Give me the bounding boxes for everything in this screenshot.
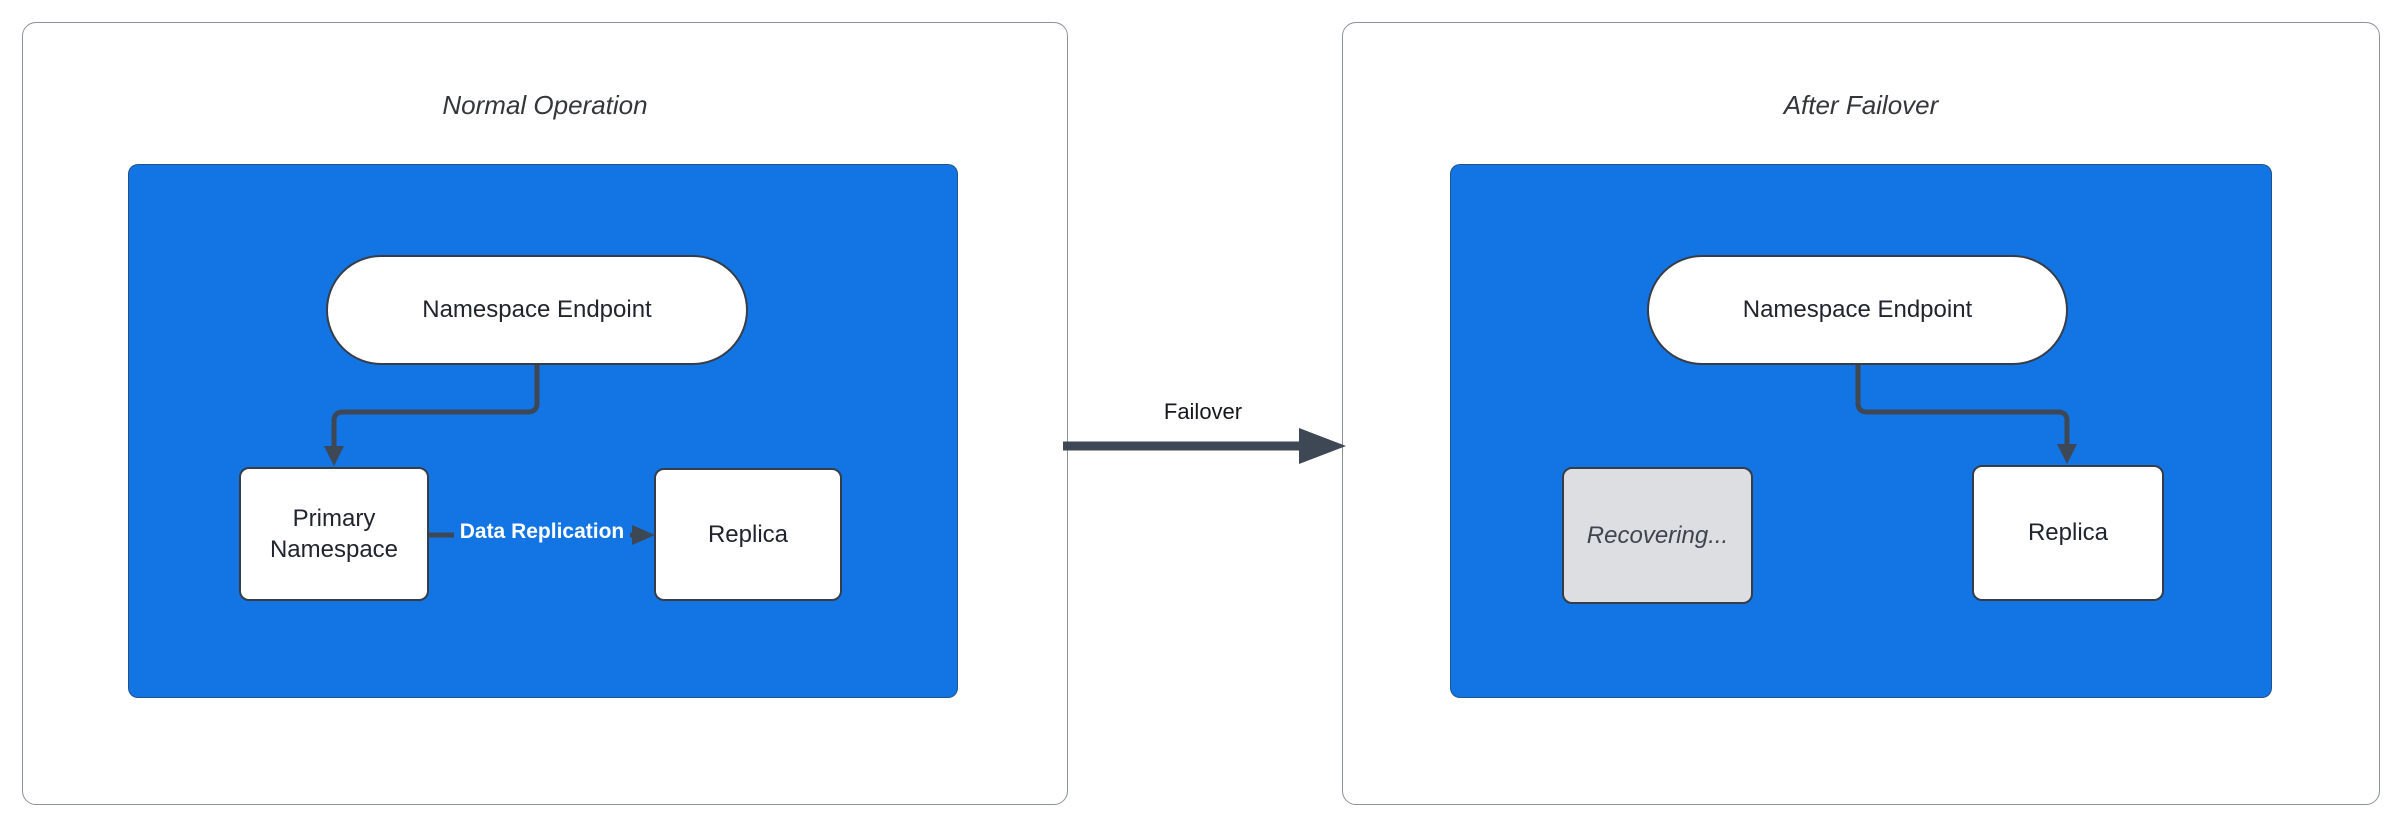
normal-operation-title: Normal Operation — [442, 90, 648, 120]
failover-arrow — [1063, 428, 1346, 464]
endpoint-to-primary-arrow — [324, 363, 540, 466]
replica-node-right: Replica — [1972, 465, 2164, 601]
recovering-node: Recovering... — [1562, 467, 1753, 604]
replica-node-left: Replica — [654, 468, 842, 601]
namespace-endpoint-node-left: Namespace Endpoint — [326, 255, 748, 365]
namespace-endpoint-node-right: Namespace Endpoint — [1647, 255, 2068, 365]
failover-namespace-container — [1450, 164, 2272, 698]
normal-namespace-container — [128, 164, 958, 698]
failover-label: Failover — [1163, 399, 1243, 424]
data-replication-label-text: Data Replication — [453, 517, 631, 546]
endpoint-to-replica-arrow — [1855, 363, 2077, 464]
after-failover-title: After Failover — [1783, 90, 1939, 120]
primary-namespace-node: Primary Namespace — [239, 467, 429, 601]
data-replication-label: Data Replication — [442, 517, 642, 546]
